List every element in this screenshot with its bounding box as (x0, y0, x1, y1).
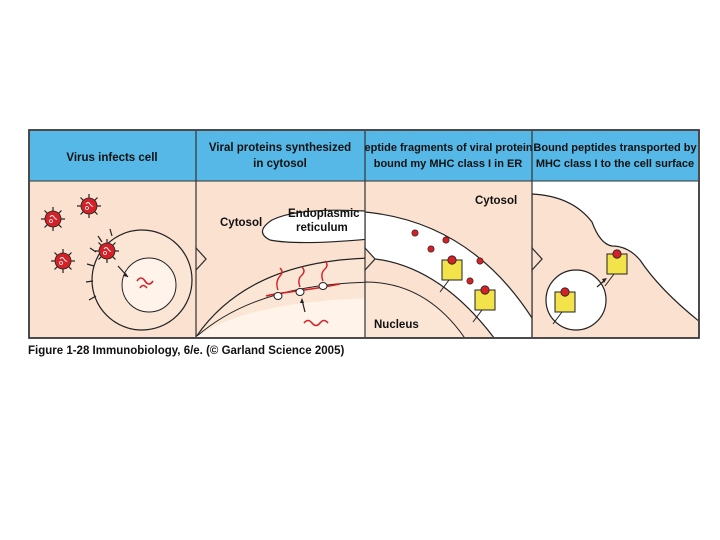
peptide (466, 277, 474, 285)
peptide (427, 245, 435, 253)
label-cytosol-2: Cytosol (220, 217, 262, 229)
panel-bound-peptides-transported: Bound peptides transported by MHC class … (532, 131, 698, 337)
viral-rna (303, 319, 329, 327)
panel-3-title-line-1: Peptide fragments of viral proteins (357, 142, 539, 154)
panel-4-title-line-1: Bound peptides transported by (533, 142, 697, 154)
er-membrane (261, 209, 365, 244)
peptide (442, 236, 450, 244)
virus-particle (76, 193, 102, 219)
peptide (411, 229, 419, 237)
ribosome (318, 282, 328, 290)
transport-vesicle (545, 269, 607, 331)
er-lumen (196, 298, 365, 337)
panel-4-title-line-2: MHC class I to the cell surface (536, 158, 694, 170)
cell-nucleus (121, 257, 177, 313)
panel-virus-infects-cell: Virus infects cell (30, 131, 196, 337)
peptide (476, 257, 484, 265)
ribosome (273, 292, 283, 300)
label-cytosol-3: Cytosol (475, 195, 517, 207)
label-nucleus: Nucleus (374, 319, 419, 331)
mrna (265, 283, 341, 297)
virus-particle (94, 238, 120, 264)
panel-1-title: Virus infects cell (66, 152, 157, 164)
label-er-line-2: reticulum (296, 222, 348, 234)
virus-particle (40, 206, 66, 232)
ribosome (295, 288, 305, 296)
figure-caption: Figure 1-28 Immunobiology, 6/e. (© Garla… (28, 345, 345, 357)
nucleus-region (365, 281, 465, 337)
viral-rna (136, 277, 154, 289)
panel-peptide-fragments: Cytosol Nucleus Peptide fragments of vir… (357, 131, 539, 337)
panel-3-title-line-2: bound my MHC class I in ER (374, 158, 523, 170)
virus-particle (50, 248, 76, 274)
panel-viral-proteins-synthesized: Cytosol Endoplasmic reticulum Viral prot… (196, 131, 365, 337)
panel-2-title-line-2: in cytosol (253, 158, 307, 170)
panel-dividers (195, 131, 543, 337)
label-er-line-1: Endoplasmic (288, 208, 360, 220)
panel-2-title-line-1: Viral proteins synthesized (209, 142, 351, 154)
